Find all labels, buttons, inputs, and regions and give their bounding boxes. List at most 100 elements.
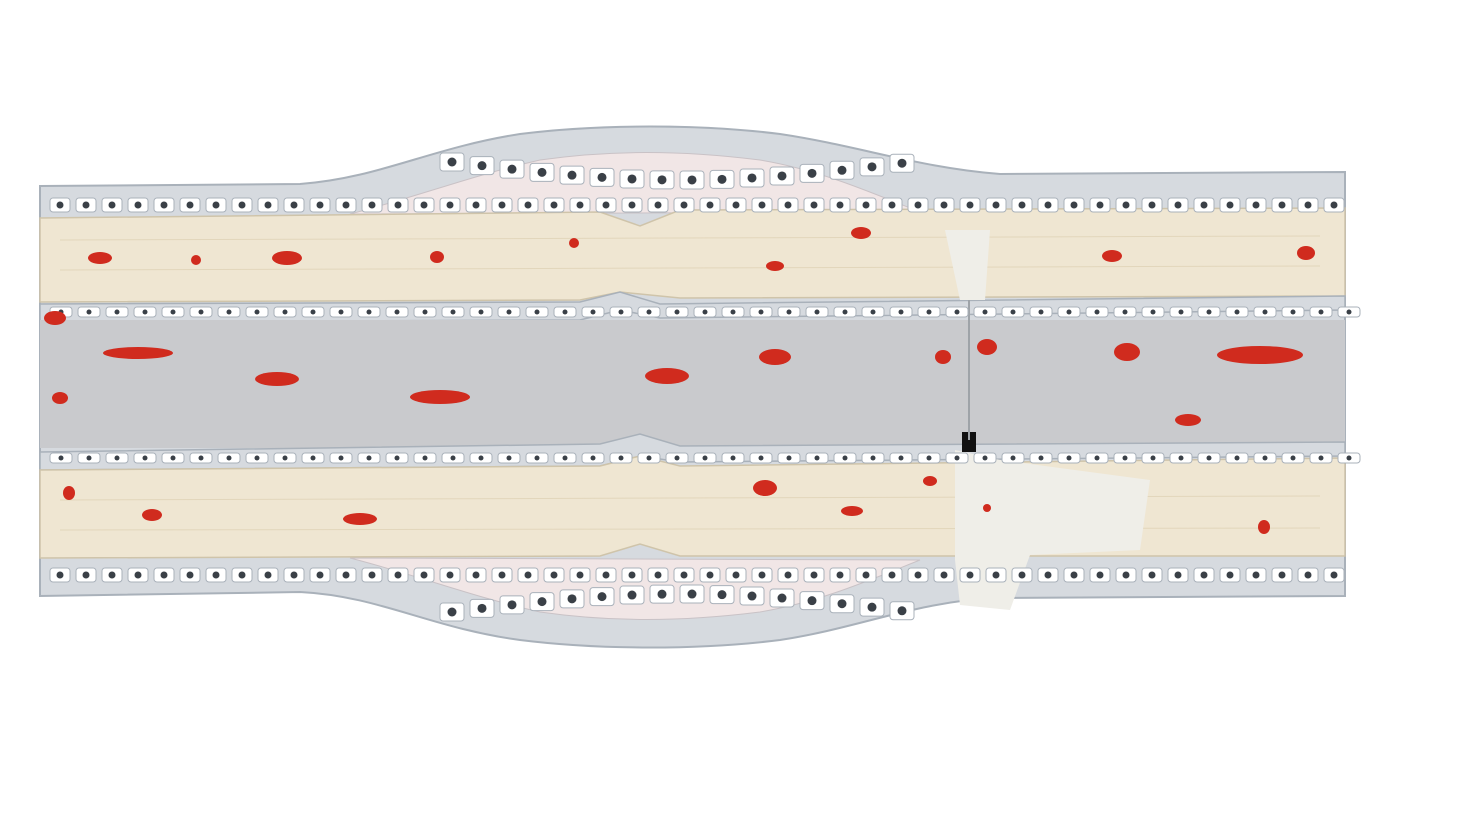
cell-nucleus bbox=[955, 456, 960, 461]
cell-nucleus bbox=[171, 310, 176, 315]
cell-nucleus bbox=[1227, 202, 1234, 209]
cell-nucleus bbox=[367, 456, 372, 461]
red-blood-cell bbox=[851, 227, 871, 239]
cell-nucleus bbox=[563, 310, 568, 315]
cell-nucleus bbox=[1305, 572, 1312, 579]
cell-nucleus bbox=[367, 310, 372, 315]
cell-nucleus bbox=[1201, 572, 1208, 579]
red-blood-cell bbox=[766, 261, 784, 271]
cell-nucleus bbox=[837, 572, 844, 579]
cell-nucleus bbox=[499, 572, 506, 579]
cell-nucleus bbox=[447, 202, 454, 209]
cell-nucleus bbox=[983, 456, 988, 461]
cell-nucleus bbox=[311, 310, 316, 315]
red-blood-cell bbox=[923, 476, 937, 486]
cell-nucleus bbox=[707, 202, 714, 209]
cell-nucleus bbox=[115, 456, 120, 461]
cell-nucleus bbox=[1019, 202, 1026, 209]
cell-nucleus bbox=[447, 572, 454, 579]
cell-nucleus bbox=[1263, 456, 1268, 461]
cell-nucleus bbox=[423, 310, 428, 315]
cell-nucleus bbox=[83, 572, 90, 579]
red-blood-cell bbox=[977, 339, 997, 355]
cell-nucleus bbox=[563, 456, 568, 461]
cell-nucleus bbox=[619, 456, 624, 461]
cell-nucleus bbox=[291, 572, 298, 579]
cell-nucleus bbox=[423, 456, 428, 461]
cell-nucleus bbox=[591, 456, 596, 461]
cell-nucleus bbox=[568, 594, 577, 603]
cell-nucleus bbox=[838, 599, 847, 608]
cell-nucleus bbox=[759, 456, 764, 461]
cell-nucleus bbox=[1097, 572, 1104, 579]
cell-nucleus bbox=[868, 603, 877, 612]
cell-nucleus bbox=[808, 596, 817, 605]
cell-nucleus bbox=[1347, 456, 1352, 461]
cell-nucleus bbox=[718, 175, 727, 184]
cell-nucleus bbox=[577, 572, 584, 579]
red-blood-cell bbox=[343, 513, 377, 525]
cell-nucleus bbox=[283, 456, 288, 461]
cell-nucleus bbox=[1067, 456, 1072, 461]
cell-nucleus bbox=[535, 456, 540, 461]
cell-nucleus bbox=[255, 456, 260, 461]
red-blood-cell bbox=[759, 349, 791, 365]
cell-nucleus bbox=[283, 310, 288, 315]
cell-nucleus bbox=[57, 202, 64, 209]
cell-nucleus bbox=[135, 202, 142, 209]
cell-nucleus bbox=[1071, 572, 1078, 579]
cell-nucleus bbox=[1319, 310, 1324, 315]
red-blood-cell bbox=[935, 350, 951, 364]
cell-nucleus bbox=[255, 310, 260, 315]
cell-nucleus bbox=[1279, 202, 1286, 209]
cell-nucleus bbox=[1227, 572, 1234, 579]
cell-nucleus bbox=[778, 171, 787, 180]
cell-nucleus bbox=[135, 572, 142, 579]
cell-nucleus bbox=[628, 174, 637, 183]
cell-nucleus bbox=[448, 158, 457, 167]
cell-nucleus bbox=[1207, 310, 1212, 315]
cell-nucleus bbox=[787, 310, 792, 315]
red-blood-cell bbox=[1258, 520, 1270, 534]
cell-nucleus bbox=[1179, 310, 1184, 315]
cell-nucleus bbox=[1123, 572, 1130, 579]
cell-nucleus bbox=[731, 310, 736, 315]
cell-nucleus bbox=[1291, 456, 1296, 461]
cell-nucleus bbox=[1279, 572, 1286, 579]
cell-nucleus bbox=[748, 592, 757, 601]
cell-nucleus bbox=[213, 572, 220, 579]
cell-nucleus bbox=[1179, 456, 1184, 461]
red-blood-cell bbox=[1175, 414, 1201, 426]
cell-nucleus bbox=[759, 310, 764, 315]
red-blood-cell bbox=[430, 251, 444, 263]
cell-nucleus bbox=[1149, 202, 1156, 209]
cell-nucleus bbox=[551, 202, 558, 209]
cell-nucleus bbox=[955, 310, 960, 315]
cell-nucleus bbox=[227, 310, 232, 315]
cell-nucleus bbox=[889, 202, 896, 209]
cell-nucleus bbox=[675, 456, 680, 461]
cell-nucleus bbox=[993, 202, 1000, 209]
red-blood-cell bbox=[753, 480, 777, 496]
cell-nucleus bbox=[479, 456, 484, 461]
cell-nucleus bbox=[915, 202, 922, 209]
cell-nucleus bbox=[87, 310, 92, 315]
cell-nucleus bbox=[598, 592, 607, 601]
cell-nucleus bbox=[993, 572, 1000, 579]
cell-nucleus bbox=[1095, 310, 1100, 315]
cell-nucleus bbox=[1019, 572, 1026, 579]
cell-nucleus bbox=[187, 202, 194, 209]
red-blood-cell bbox=[1114, 343, 1140, 361]
cell-nucleus bbox=[1011, 310, 1016, 315]
cell-nucleus bbox=[339, 310, 344, 315]
red-blood-cell bbox=[1297, 246, 1315, 260]
cell-nucleus bbox=[395, 572, 402, 579]
cell-nucleus bbox=[473, 202, 480, 209]
red-blood-cell bbox=[410, 390, 470, 404]
cell-nucleus bbox=[1123, 202, 1130, 209]
cell-nucleus bbox=[837, 202, 844, 209]
cell-nucleus bbox=[598, 173, 607, 182]
cell-nucleus bbox=[647, 456, 652, 461]
cell-nucleus bbox=[1149, 572, 1156, 579]
